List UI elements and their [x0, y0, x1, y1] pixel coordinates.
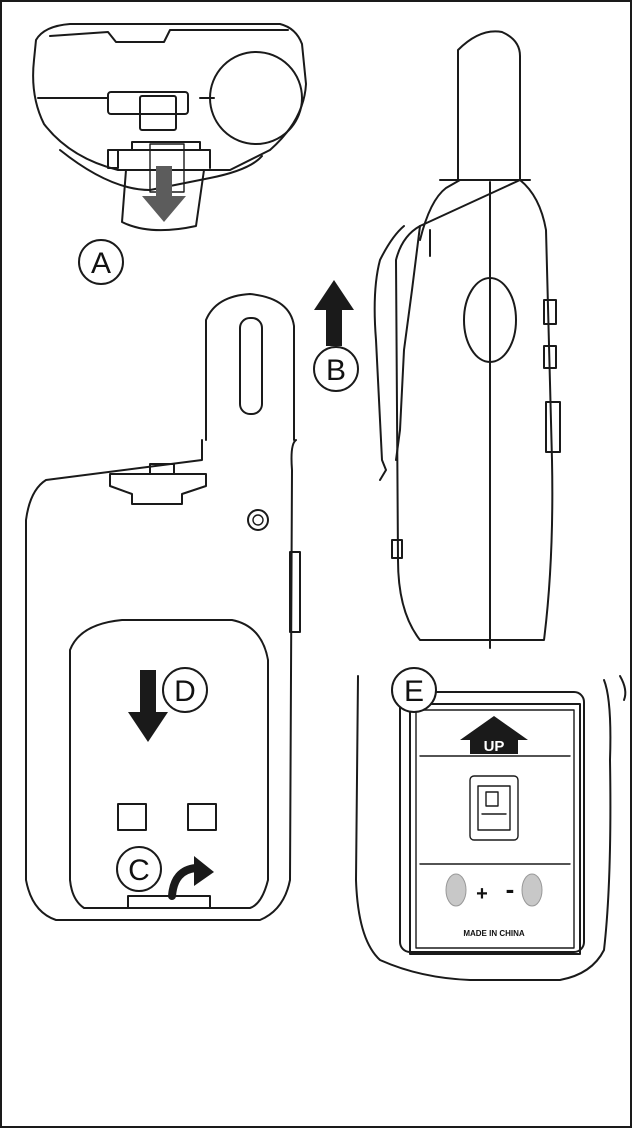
side-view-device	[373, 30, 561, 649]
positive-contact	[445, 873, 467, 907]
callout-c-label: C	[128, 854, 150, 887]
top-view-device	[32, 23, 307, 232]
made-in-label: MADE IN CHINA	[463, 929, 525, 938]
battery-compartment-device	[355, 675, 627, 981]
negative-contact	[521, 873, 543, 907]
callout-a-label: A	[91, 247, 111, 280]
callout-c: C	[116, 846, 162, 892]
arrow-b-up-icon	[314, 280, 354, 346]
callout-e: E	[391, 667, 437, 713]
callout-b: B	[313, 346, 359, 392]
callout-d-label: D	[174, 675, 196, 708]
curved-arrow-c-icon	[168, 856, 214, 900]
arrow-a-down-icon	[142, 166, 186, 222]
back-view-device	[25, 293, 301, 921]
minus-label: -	[506, 874, 515, 904]
callout-a: A	[78, 239, 124, 285]
callout-e-label: E	[404, 675, 424, 708]
callout-d: D	[162, 667, 208, 713]
up-label: UP	[484, 738, 505, 755]
arrow-d-down-icon	[128, 670, 168, 742]
up-arrow-label: UP	[460, 716, 528, 755]
callout-b-label: B	[326, 354, 346, 387]
plus-label: +	[476, 883, 488, 905]
